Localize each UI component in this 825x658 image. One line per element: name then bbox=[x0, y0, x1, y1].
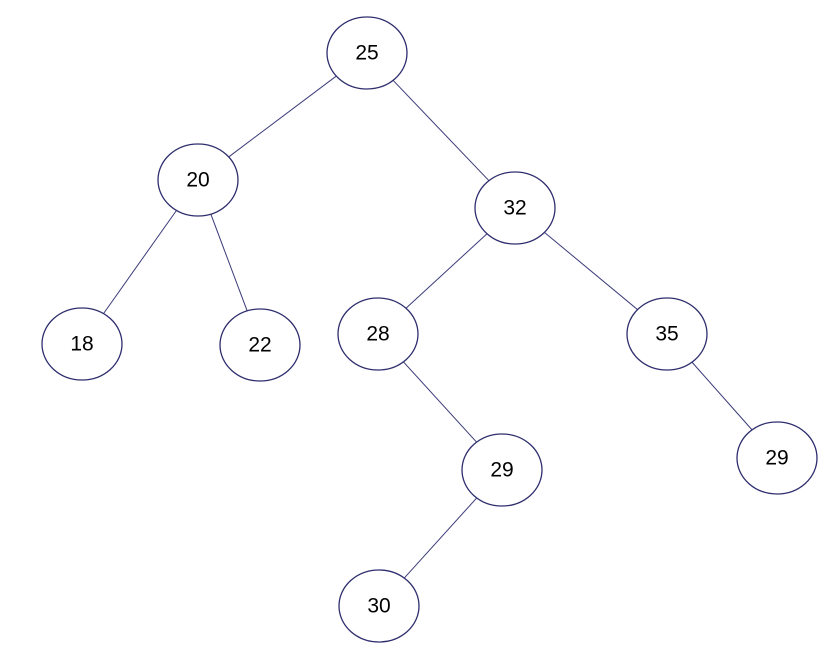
tree-node-n29b: 29 bbox=[736, 421, 818, 495]
node-label: 25 bbox=[355, 42, 378, 65]
node-circle bbox=[626, 297, 708, 371]
tree-node-n35: 35 bbox=[626, 297, 708, 371]
node-circle bbox=[219, 308, 301, 382]
node-label: 22 bbox=[248, 334, 271, 357]
tree-edges bbox=[103, 75, 753, 579]
node-label: 18 bbox=[70, 333, 93, 356]
node-label: 28 bbox=[366, 323, 389, 346]
tree-node-n30: 30 bbox=[338, 569, 420, 643]
tree-node-n29a: 29 bbox=[461, 433, 543, 507]
node-label: 35 bbox=[655, 323, 678, 346]
edge-n20-n22 bbox=[210, 213, 248, 312]
tree-nodes: 25 20 32 18 22 28 35 29 29 30 bbox=[41, 16, 818, 643]
node-circle bbox=[326, 16, 408, 90]
edge-n25-n32 bbox=[392, 79, 490, 182]
node-circle bbox=[41, 307, 123, 381]
node-circle bbox=[337, 297, 419, 371]
node-circle bbox=[474, 171, 556, 245]
tree-node-n22: 22 bbox=[219, 308, 301, 382]
tree-node-n20: 20 bbox=[157, 143, 239, 217]
node-label: 29 bbox=[765, 447, 788, 470]
tree-node-n18: 18 bbox=[41, 307, 123, 381]
tree-node-n25: 25 bbox=[326, 16, 408, 90]
edge-n25-n20 bbox=[228, 75, 337, 158]
edge-n28-n29a bbox=[403, 361, 477, 443]
edge-n32-n28 bbox=[405, 233, 488, 309]
tree-node-n28: 28 bbox=[337, 297, 419, 371]
node-circle bbox=[461, 433, 543, 507]
edge-n32-n35 bbox=[544, 232, 638, 310]
node-circle bbox=[338, 569, 420, 643]
edge-n35-n29b bbox=[691, 361, 753, 431]
node-label: 29 bbox=[490, 459, 513, 482]
edge-n29a-n30 bbox=[403, 497, 478, 579]
node-label: 20 bbox=[186, 169, 209, 192]
tree-node-n32: 32 bbox=[474, 171, 556, 245]
edge-n20-n18 bbox=[103, 210, 177, 314]
node-circle bbox=[157, 143, 239, 217]
node-label: 32 bbox=[503, 197, 526, 220]
node-circle bbox=[736, 421, 818, 495]
node-label: 30 bbox=[367, 595, 390, 618]
